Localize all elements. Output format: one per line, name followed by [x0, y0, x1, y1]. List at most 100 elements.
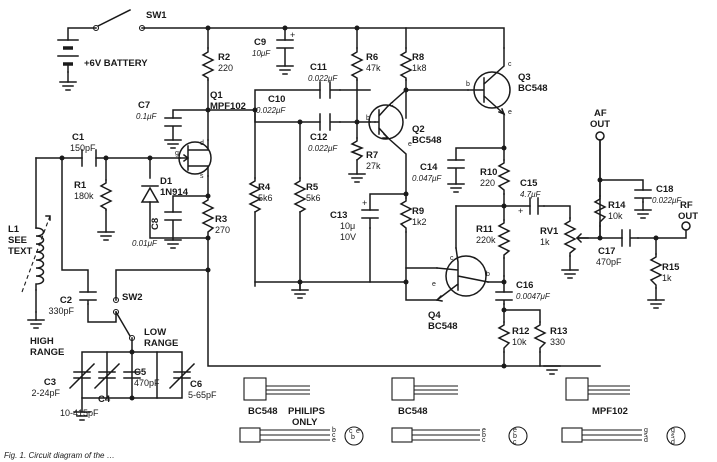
af-out-line2: OUT	[590, 119, 610, 130]
resistor-r9	[399, 197, 413, 233]
rf-out-line1: RF	[680, 200, 693, 211]
svg-text:e: e	[508, 109, 512, 116]
pinout-bc548: BC548 e b c e b c	[391, 377, 528, 446]
c6-value: 5-65pF	[188, 390, 217, 400]
r3-value: 270	[215, 225, 230, 235]
rf-out-terminal[interactable]	[681, 221, 691, 231]
r6-ref: R6	[366, 52, 378, 63]
l1-ref: L1	[8, 224, 20, 235]
r8-value: 1k8	[412, 63, 427, 73]
r11-ref: R11	[476, 224, 494, 235]
c13-value: 10μ	[340, 221, 355, 231]
wiring	[35, 27, 687, 413]
svg-text:e: e	[408, 141, 412, 148]
pinout-bc548-label: BC548	[398, 406, 428, 417]
resistor-r3	[201, 195, 215, 239]
c1-ref: C1	[72, 132, 85, 143]
c7-value: 0.1μF	[136, 112, 158, 121]
capacitor-c12	[319, 113, 341, 131]
resistor-r2	[201, 47, 215, 81]
high-range-line1: HIGH	[30, 336, 54, 347]
c17-value: 470pF	[596, 257, 622, 267]
af-out-terminal[interactable]	[595, 131, 605, 141]
pinout-philips-line2: ONLY	[292, 417, 318, 428]
af-out-line1: AF	[594, 108, 607, 119]
q3-value: BC548	[518, 83, 548, 94]
c13-ref: C13	[330, 210, 347, 221]
low-range-line2: RANGE	[144, 338, 178, 349]
q1-value: MPF102	[210, 101, 246, 112]
q2-ref: Q2	[412, 124, 425, 135]
switch-sw2[interactable]	[112, 296, 136, 342]
resistor-r8	[399, 47, 413, 81]
pinout-mpf102-label: MPF102	[592, 406, 628, 417]
svg-text:+: +	[518, 206, 523, 216]
battery-label: +6V BATTERY	[84, 58, 148, 69]
c15-value: 4.7μF	[520, 190, 542, 199]
svg-text:b: b	[366, 115, 370, 122]
c18-value: 0.022μF	[652, 196, 682, 205]
d1-value: 1N914	[160, 187, 189, 198]
capacitor-c3	[68, 362, 96, 390]
r13-ref: R13	[550, 326, 567, 337]
svg-text:d: d	[200, 140, 204, 147]
r5-value: 5k6	[306, 193, 321, 203]
svg-text:+: +	[290, 30, 295, 40]
svg-text:g: g	[175, 150, 179, 157]
c2-value: 330pF	[48, 306, 74, 316]
sw2-label: SW2	[122, 292, 143, 303]
svg-text:b: b	[351, 434, 355, 441]
rv1-ref: RV1	[540, 226, 559, 237]
capacitor-c16	[495, 291, 513, 305]
c6-ref: C6	[190, 379, 202, 390]
resistors	[99, 47, 663, 353]
svg-text:s: s	[671, 433, 675, 440]
r10-ref: R10	[480, 167, 497, 178]
c16-ref: C16	[516, 280, 533, 291]
r7-ref: R7	[366, 150, 378, 161]
c12-value: 0.022μF	[308, 144, 338, 153]
ground-symbol	[291, 289, 309, 299]
rf-out-line2: OUT	[678, 211, 698, 222]
svg-text:c: c	[450, 255, 454, 262]
resistor-r7	[349, 137, 365, 162]
capacitors: + + +	[68, 30, 652, 390]
r9-value: 1k2	[412, 217, 427, 227]
switch-sw1[interactable]: SW1	[92, 8, 168, 32]
capacitor-c9	[276, 39, 294, 67]
q2-value: BC548	[412, 135, 442, 146]
d1-ref: D1	[160, 176, 173, 187]
c10-value: 0.022μF	[256, 106, 286, 115]
capacitor-c2	[79, 291, 97, 305]
c18-ref: C18	[656, 184, 673, 195]
svg-text:c: c	[508, 61, 512, 68]
l1-note-line1: SEE	[8, 235, 27, 246]
r4-value: 5k6	[258, 193, 273, 203]
r14-value: 10k	[608, 211, 623, 221]
c16-value: 0.0047μF	[516, 292, 551, 301]
junction-dots	[59, 25, 659, 401]
resistor-r12	[497, 321, 511, 353]
resistor-r14	[593, 195, 607, 227]
rv1-wiper	[575, 232, 589, 244]
ground-symbol	[59, 81, 77, 91]
c8-ref: C8	[150, 218, 161, 230]
r14-ref: R14	[608, 200, 626, 211]
high-range-line2: RANGE	[30, 347, 64, 358]
ground-symbol	[447, 183, 465, 193]
r8-ref: R8	[412, 52, 424, 63]
r12-value: 10k	[512, 337, 527, 347]
c3-value: 2-24pF	[31, 388, 60, 398]
capacitor-c13	[361, 209, 379, 229]
capacitor-c14	[447, 159, 465, 185]
l1-note-line2: TEXT	[8, 246, 32, 257]
r13-value: 330	[550, 337, 565, 347]
r11-value: 220k	[476, 235, 496, 245]
svg-text:e: e	[482, 427, 486, 434]
resistor-r10	[497, 159, 511, 195]
c1-value: 150pF	[70, 143, 96, 153]
r6-value: 47k	[366, 63, 381, 73]
potentiometer-rv1	[563, 217, 577, 257]
svg-text:c: c	[482, 437, 486, 444]
resistor-r4	[248, 177, 262, 214]
